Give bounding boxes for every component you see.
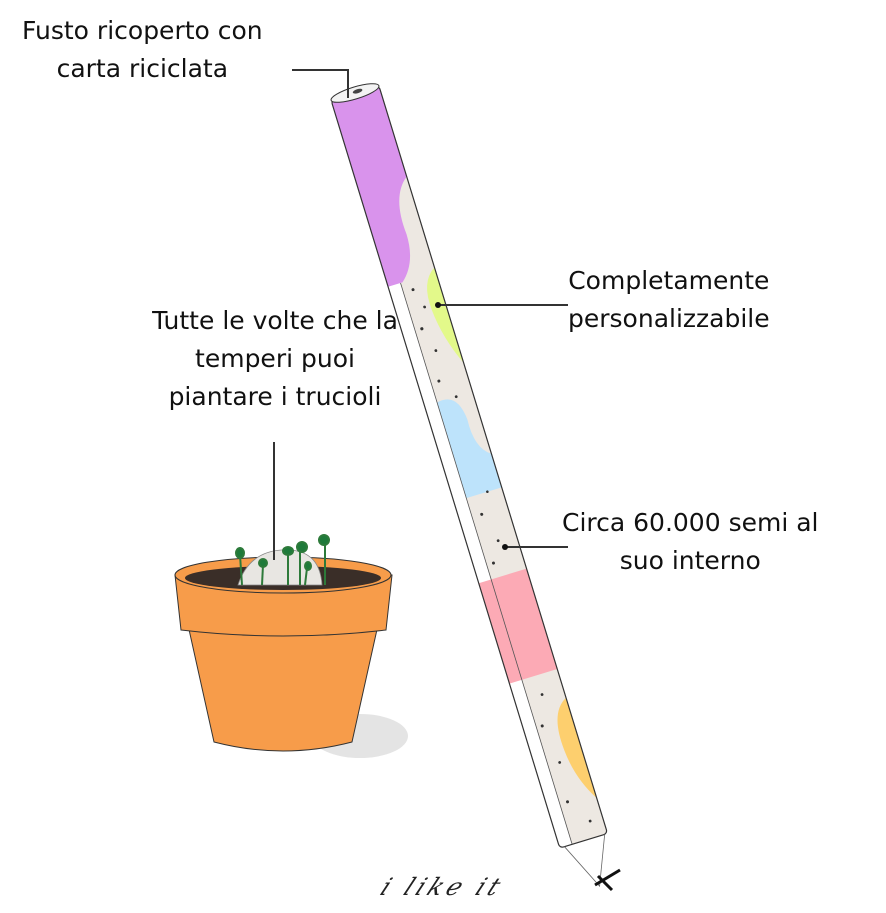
blue-patch — [437, 399, 502, 499]
label-line: personalizzabile — [568, 304, 770, 333]
label-line: suo interno — [619, 546, 761, 575]
label-line: carta riciclata — [56, 54, 229, 83]
label-line: Fusto ricoperto con — [22, 16, 263, 45]
label-seeds: Circa 60.000 semi al suo interno — [562, 504, 818, 580]
label-sharpen: Tutte le volte che la temperi puoi piant… — [100, 302, 450, 416]
pencil-mark — [594, 868, 621, 892]
yellow-patch — [557, 697, 597, 799]
label-line: piantare i trucioli — [168, 382, 382, 411]
green-patch — [427, 267, 464, 364]
label-stem: Fusto ricoperto con carta riciclata — [22, 12, 263, 88]
seed-dots — [411, 288, 592, 823]
seed-pencil — [330, 83, 608, 888]
handwriting-i-like-it: i like it — [376, 873, 509, 901]
label-line: temperi puoi — [195, 344, 355, 373]
sprouts — [235, 534, 330, 586]
label-line: Circa 60.000 semi al — [562, 508, 819, 537]
label-line: Completamente — [568, 266, 770, 295]
leader-lines — [273, 69, 568, 560]
pencil-tip — [564, 834, 606, 888]
label-custom: Completamente personalizzabile — [568, 262, 770, 338]
pink-band — [478, 568, 558, 684]
label-line: Tutte le volte che la — [152, 306, 398, 335]
flower-pot — [174, 534, 393, 752]
purple-wrap — [331, 85, 411, 287]
